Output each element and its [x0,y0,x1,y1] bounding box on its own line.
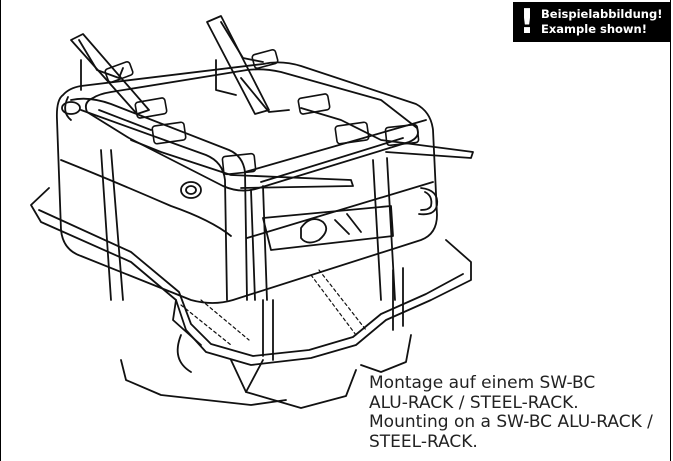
caption-line-4: STEEL-RACK. [369,431,478,452]
caption-line-1: Montage auf einem SW-BC [369,373,596,393]
hidden-frame-lines [180,269,367,346]
rack-base-plate [30,187,472,406]
exclamation-icon: ! [519,2,535,42]
strap-buckles [104,49,420,176]
bag-lid [84,68,419,192]
tie-down-straps [70,15,474,301]
example-shown-notice: ! Beispielabbildung! Example shown! [513,2,670,42]
caption-line-3: Mounting on a SW-BC ALU-RACK / [369,412,653,432]
rack-frame [176,267,412,409]
notice-line-en: Example shown! [541,22,647,36]
mounting-caption: Montage auf einem SW-BC ALU-RACK / STEEL… [369,373,669,452]
notice-text: Beispielabbildung! Example shown! [541,7,662,37]
caption-line-2: ALU-RACK / STEEL-RACK. [369,392,579,413]
notice-line-de: Beispielabbildung! [541,7,663,21]
side-fittings [61,101,439,251]
